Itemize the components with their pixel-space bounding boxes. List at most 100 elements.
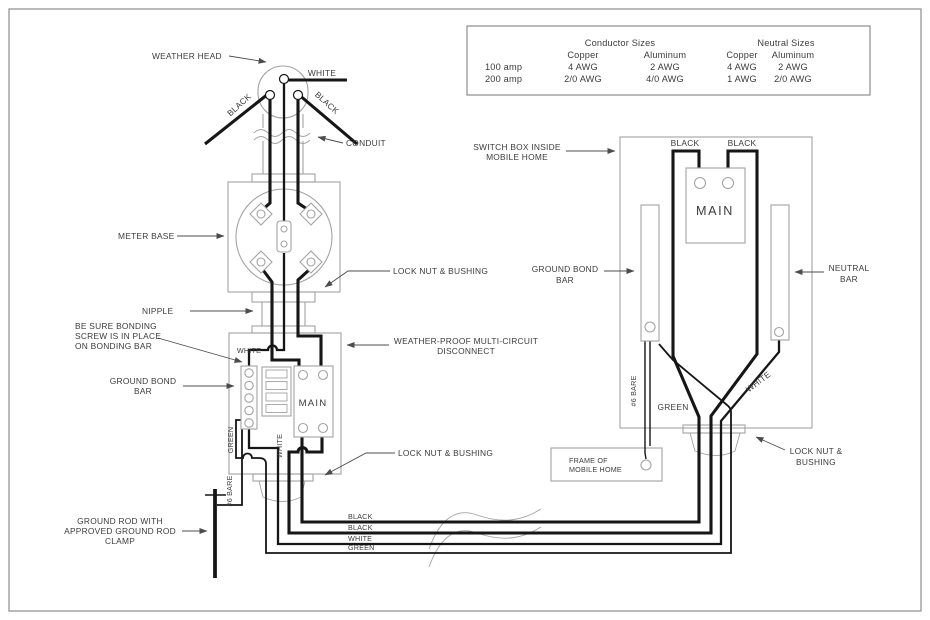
bar-lug [644,321,656,333]
table-subheader: Aluminum [644,50,687,60]
run-green-label: GREEN [348,543,375,552]
leader-conduit [317,135,344,144]
switch-black-left-label: BLACK [671,138,700,148]
bare-right-label: #6 BARE [629,376,638,407]
table-cell: 2/0 AWG [774,74,812,84]
main-label-switch: MAIN [696,204,734,218]
breaker-lug [317,369,329,381]
locknut-switch-line2: BUSHING [796,457,836,467]
table-subheader: Copper [567,50,598,60]
lug-screw [256,257,266,267]
ground-bond-bar-right [640,204,660,342]
nipple-walls [261,302,306,326]
meter-lugs [249,202,323,274]
black-right-feed [296,268,323,371]
table-group-header-neutral: Neutral Sizes [757,38,814,48]
table-border [466,25,871,96]
service-white-label: WHITE [308,68,336,78]
table-cell: 1 AWG [727,74,757,84]
cable-break-upper [428,508,542,550]
nipple-label: NIPPLE [142,306,173,316]
table-cell: 2 AWG [778,62,808,72]
weather-head-label: WEATHER HEAD [152,51,222,61]
lug-screw [306,209,316,219]
lug-screw [306,257,316,267]
breaker-lug [317,422,329,434]
breaker-lug [721,176,735,190]
service-black-left-wire [204,92,269,146]
table-cell: 4 AWG [568,62,598,72]
switch-box-enclosure [619,136,813,456]
switch-black-right-label: BLACK [728,138,757,148]
black-run-1 [300,149,701,524]
table-cell: 4/0 AWG [646,74,684,84]
white-run [247,338,781,546]
bar-lug [244,393,254,403]
leader-lines [157,55,824,534]
white-right-label: WHITE [744,369,773,394]
terminal-block [261,366,292,417]
disconnect-bushing-hub [252,473,314,482]
breaker-lug [297,369,309,381]
service-black-left-label: BLACK [225,91,253,118]
neutral-bar-line2: BAR [840,274,858,284]
ground-rod-line3: CLAMP [105,536,135,546]
leader-bonding-screw [157,337,243,363]
table-subheader: Aluminum [772,50,815,60]
table-subheader: Copper [726,50,757,60]
wires [204,78,781,578]
ground-rod-line1: GROUND ROD WITH [77,516,163,526]
callout-labels: WEATHER HEAD CONDUIT METER BASE LOCK NUT… [64,51,869,546]
frame-of-mobile-home: FRAME OF MOBILE HOME [550,447,663,482]
leader-locknut-switch [755,436,786,451]
switch-bushing-hub [682,424,746,434]
table-row-label: 100 amp [485,62,522,72]
disconnect-label-line2: DISCONNECT [437,346,495,356]
service-black-right-wire [296,92,359,146]
terminal [265,369,288,379]
wire-labels: WHITE BLACK BLACK WHITE GREEN WHITE #6 B… [225,68,773,552]
conduit-break-lower [253,136,311,144]
black-run-2 [287,149,759,535]
terminal [265,381,288,390]
weather-head-hole-center [278,73,290,85]
disconnect-white-top-label: WHITE [237,346,261,355]
ground-bond-bar-left-line1: GROUND BOND [110,376,177,386]
ground-bond-bar-right-line1: GROUND BOND [532,264,599,274]
table-row-label: 200 amp [485,74,522,84]
meter-base-label: METER BASE [118,231,175,241]
weather-head-hole-left [264,89,276,101]
bare-left-label: #6 BARE [225,476,234,507]
frame-label-line1: FRAME OF [569,456,608,465]
frame-label-line2: MOBILE HOME [569,465,622,474]
white-feed [247,253,286,369]
table-cell: 4 AWG [727,62,757,72]
disconnect-internals: MAIN [240,365,334,438]
bare-copper-left [217,429,243,506]
green-right-label: GREEN [657,402,688,412]
bare-copper-right-a [644,341,647,460]
bar-lug [244,405,254,416]
run-white-label: WHITE [348,534,372,543]
frame-bond-lug [640,459,652,471]
page-border [8,8,922,612]
run-black2-label: BLACK [348,523,373,532]
black-left-feed [261,269,301,371]
leader-locknut-disconnect [324,452,395,476]
table-group-header-conductor: Conductor Sizes [585,38,656,48]
switch-bushing [689,432,741,456]
green-run [235,343,732,554]
ground-bond-bar-right-line2: BAR [556,275,574,285]
switch-box-label-line1: SWITCH BOX INSIDE [473,142,561,152]
lug-screw [256,209,266,219]
conduit-break-upper [253,129,311,137]
table-cell: 2/0 AWG [564,74,602,84]
switch-box [619,136,813,429]
breaker-lug [693,176,707,190]
bar-lug [244,380,254,391]
locknut-meter-label: LOCK NUT & BUSHING [393,266,488,276]
disconnect-green-vert-label: GREEN [226,427,235,454]
disconnect-label-line1: WEATHER-PROOF MULTI-CIRCUIT [394,336,538,346]
